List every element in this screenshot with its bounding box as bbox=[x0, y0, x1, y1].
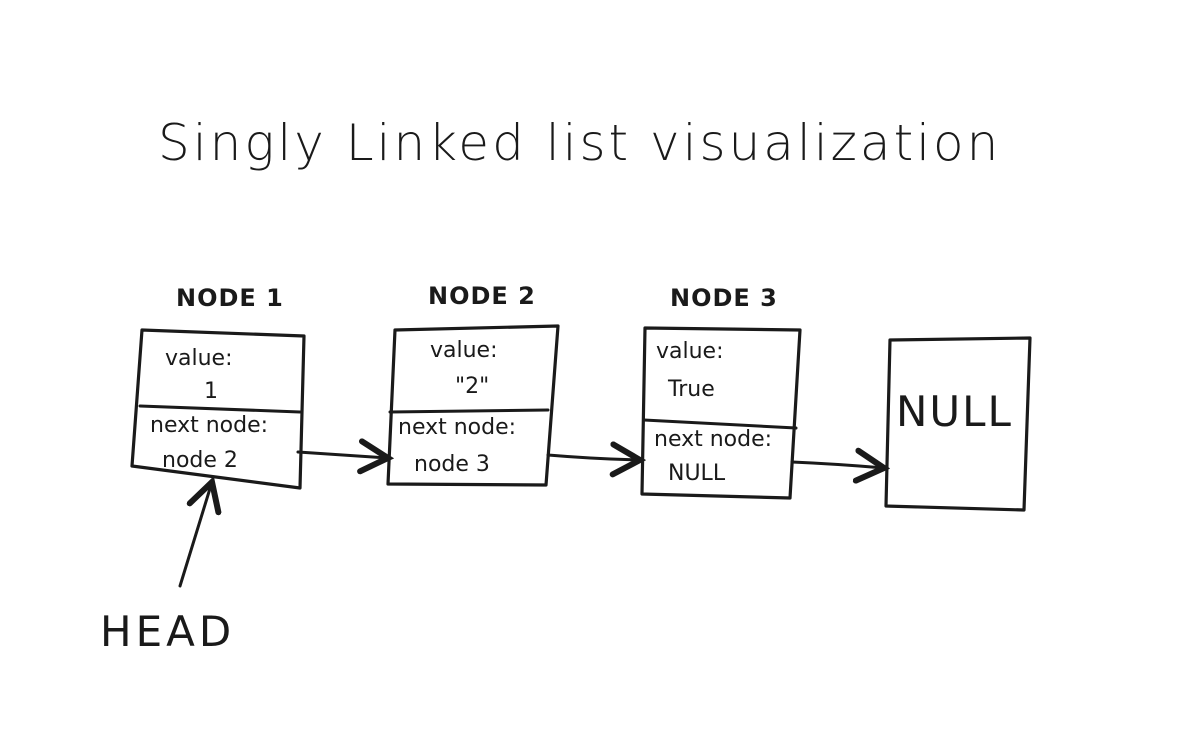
node-1: NODE 1 value: 1 next node: node 2 bbox=[130, 284, 306, 490]
node-3: NODE 3 value: True next node: NULL bbox=[640, 284, 802, 500]
arrow-node-1-to-node-2 bbox=[296, 452, 388, 458]
head-arrow bbox=[178, 482, 212, 588]
head-label: HEAD bbox=[100, 607, 235, 656]
node-1-value: 1 bbox=[204, 379, 218, 404]
node-2-box bbox=[386, 324, 560, 487]
node-2: NODE 2 value: "2" next node: node 3 bbox=[386, 282, 560, 487]
node-3-next: NULL bbox=[668, 461, 726, 486]
node-1-divider bbox=[138, 404, 302, 414]
diagram-title: Singly Linked list visualization bbox=[158, 114, 1001, 172]
node-1-next-label: next node: bbox=[150, 413, 268, 438]
node-2-label: NODE 2 bbox=[428, 282, 536, 310]
node-3-box bbox=[640, 326, 802, 500]
node-1-next: node 2 bbox=[162, 448, 238, 473]
arrow-node-3-to-null bbox=[790, 462, 884, 468]
node-1-value-label: value: bbox=[165, 346, 233, 371]
node-1-label: NODE 1 bbox=[176, 284, 284, 312]
node-3-value-label: value: bbox=[656, 339, 724, 364]
node-2-next-label: next node: bbox=[398, 415, 516, 440]
node-2-value: "2" bbox=[455, 374, 489, 399]
node-1-box bbox=[130, 328, 306, 490]
node-3-label: NODE 3 bbox=[670, 284, 778, 312]
node-3-divider bbox=[642, 418, 798, 430]
node-2-next: node 3 bbox=[414, 452, 490, 477]
null-label: NULL bbox=[896, 387, 1013, 436]
node-3-next-label: next node: bbox=[654, 427, 772, 452]
node-3-value: True bbox=[667, 377, 715, 402]
null-terminal: NULL bbox=[884, 336, 1032, 512]
arrow-node-2-to-node-3 bbox=[546, 455, 640, 460]
node-2-value-label: value: bbox=[430, 338, 498, 363]
node-2-divider bbox=[388, 408, 550, 414]
